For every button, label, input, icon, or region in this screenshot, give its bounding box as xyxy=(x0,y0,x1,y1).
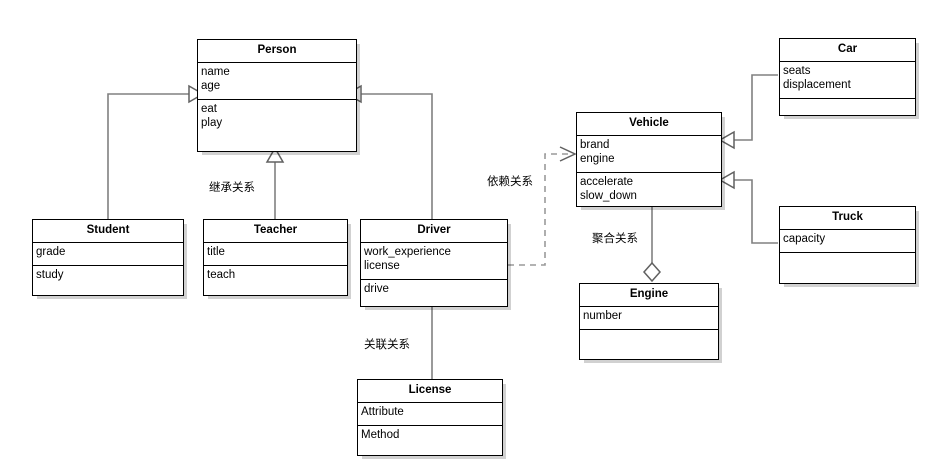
class-attribute: displacement xyxy=(783,78,851,91)
class-attribute: number xyxy=(583,309,622,322)
class-attribute: capacity xyxy=(783,232,826,245)
class-methods-vehicle: accelerate slow_down xyxy=(577,172,721,205)
class-methods-driver: drive xyxy=(361,279,507,298)
edge-car-vehicle xyxy=(718,74,778,150)
open-arrow-icon xyxy=(559,146,577,162)
class-attributes-license: Attribute xyxy=(358,402,502,426)
edge-teacher-person xyxy=(265,146,285,219)
class-attribute: Attribute xyxy=(361,405,404,418)
class-attribute: age xyxy=(201,79,221,92)
class-method: teach xyxy=(207,268,236,281)
relationship-label-aggregation: 聚合关系 xyxy=(592,233,638,245)
class-attributes-vehicle: brand engine xyxy=(577,135,721,173)
class-box-student[interactable]: Student grade study xyxy=(32,219,184,296)
class-box-driver[interactable]: Driver work_experience license drive xyxy=(360,219,508,307)
class-title-truck: Truck xyxy=(780,207,915,230)
hollow-triangle-icon xyxy=(718,130,735,150)
class-attribute: license xyxy=(364,259,400,272)
class-title-engine: Engine xyxy=(580,284,718,307)
hollow-diamond-icon xyxy=(642,261,662,283)
class-method: accelerate xyxy=(580,175,634,188)
class-box-teacher[interactable]: Teacher title teach xyxy=(203,219,348,296)
class-methods-teacher: teach xyxy=(204,265,347,284)
class-method: Method xyxy=(361,428,400,441)
edge-truck-vehicle xyxy=(718,170,778,244)
class-attribute: name xyxy=(201,65,230,78)
class-box-truck[interactable]: Truck capacity xyxy=(779,206,916,284)
class-methods-truck xyxy=(780,252,915,257)
class-attributes-student: grade xyxy=(33,242,183,266)
edge-driver-person xyxy=(345,84,433,219)
edge-student-person xyxy=(107,84,205,219)
class-method: slow_down xyxy=(580,189,637,202)
class-title-person: Person xyxy=(198,40,356,63)
relationship-label-inheritance: 继承关系 xyxy=(209,182,255,194)
edge-vehicle-engine xyxy=(642,207,662,283)
class-method: study xyxy=(36,268,64,281)
class-attribute: engine xyxy=(580,152,615,165)
class-attributes-engine: number xyxy=(580,306,718,330)
hollow-triangle-icon xyxy=(718,170,735,190)
class-box-vehicle[interactable]: Vehicle brand engine accelerate slow_dow… xyxy=(576,112,722,207)
class-attribute: seats xyxy=(783,64,811,77)
class-attribute: brand xyxy=(580,138,610,151)
class-title-vehicle: Vehicle xyxy=(577,113,721,136)
class-attributes-person: name age xyxy=(198,62,356,100)
class-method: drive xyxy=(364,282,389,295)
class-box-engine[interactable]: Engine number xyxy=(579,283,719,360)
relationship-label-association: 关联关系 xyxy=(364,339,410,351)
class-attributes-car: seats displacement xyxy=(780,61,915,99)
class-title-license: License xyxy=(358,380,502,403)
class-attribute: grade xyxy=(36,245,66,258)
class-box-person[interactable]: Person name age eat play xyxy=(197,39,357,152)
class-attribute: work_experience xyxy=(364,245,451,258)
relationship-label-dependency: 依赖关系 xyxy=(487,176,533,188)
class-box-car[interactable]: Car seats displacement xyxy=(779,38,916,116)
class-attributes-driver: work_experience license xyxy=(361,242,507,280)
class-title-teacher: Teacher xyxy=(204,220,347,243)
class-method: eat xyxy=(201,102,217,115)
class-box-license[interactable]: License Attribute Method xyxy=(357,379,503,456)
class-methods-car xyxy=(780,98,915,103)
class-methods-person: eat play xyxy=(198,99,356,132)
class-title-car: Car xyxy=(780,39,915,62)
class-methods-license: Method xyxy=(358,425,502,444)
class-method: play xyxy=(201,116,223,129)
class-methods-student: study xyxy=(33,265,183,284)
class-attributes-teacher: title xyxy=(204,242,347,266)
class-attribute: title xyxy=(207,245,225,258)
class-methods-engine xyxy=(580,329,718,334)
class-title-driver: Driver xyxy=(361,220,507,243)
class-attributes-truck: capacity xyxy=(780,229,915,253)
edge-driver-vehicle xyxy=(508,146,577,266)
class-title-student: Student xyxy=(33,220,183,243)
